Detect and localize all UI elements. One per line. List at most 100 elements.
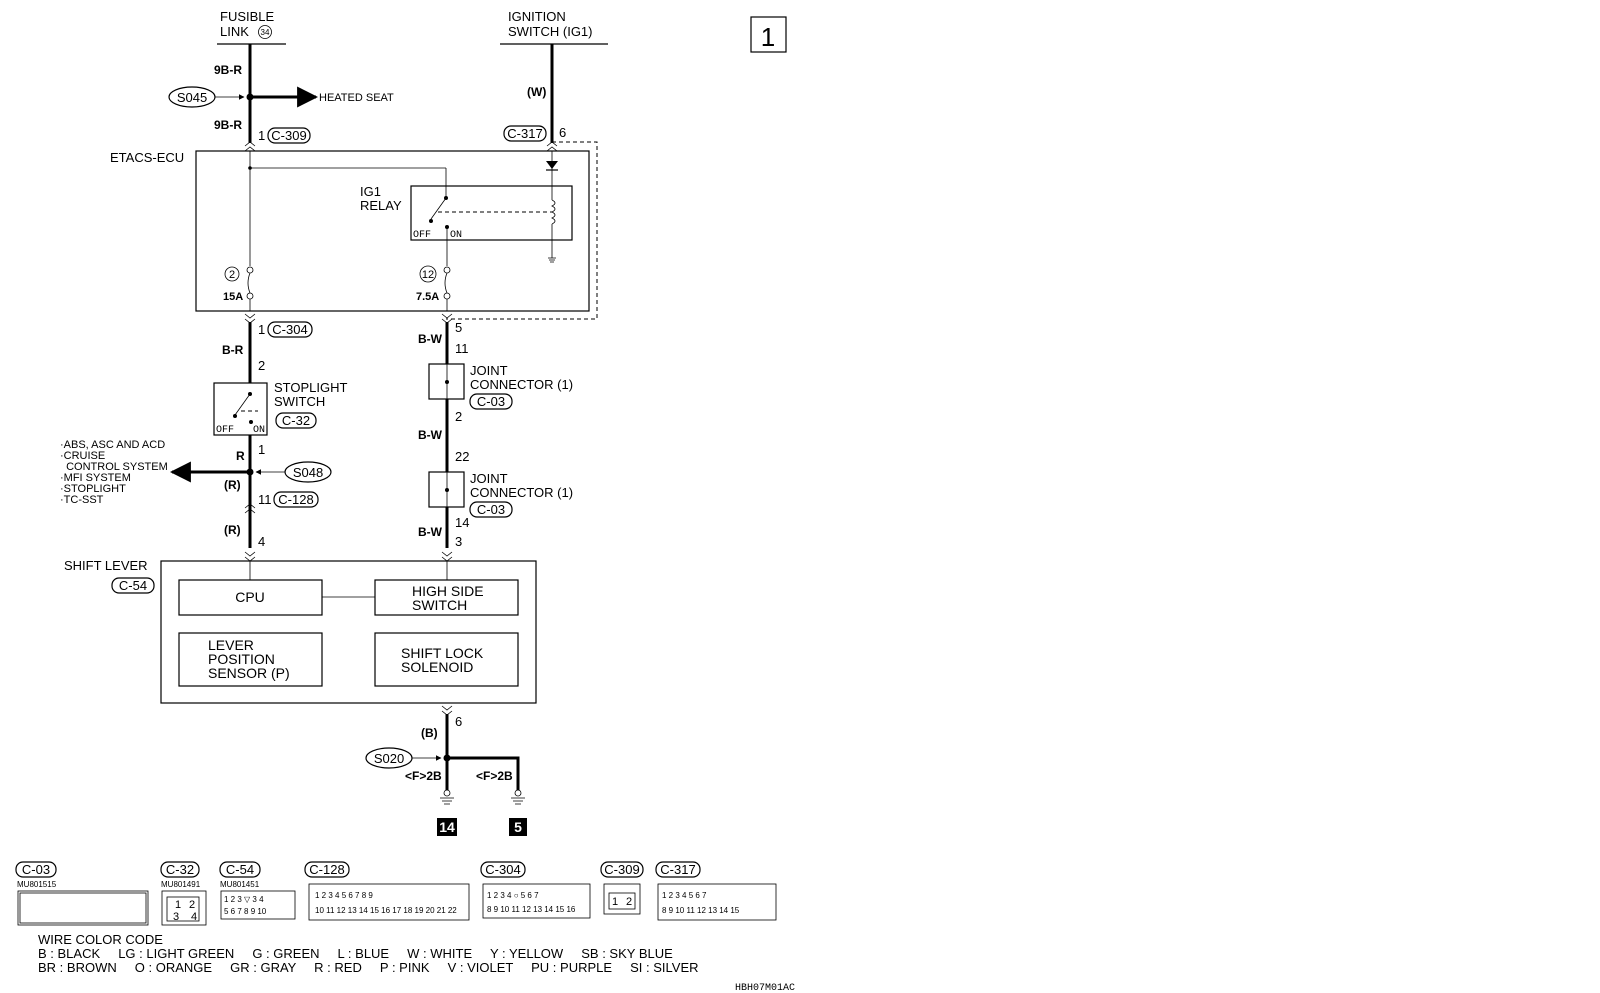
joint-connector-1b-label: JOINT CONNECTOR (1)	[470, 471, 573, 500]
wire-label-9br-b: 9B-R	[214, 118, 242, 132]
connector-view-c54: C-54 MU801451 1 2 3 ▽ 3 4 5 6 7 8 9 10	[219, 861, 296, 920]
ground-point-5-label: 5	[514, 819, 522, 835]
svg-text:2: 2	[626, 896, 632, 908]
page-number: 1	[761, 22, 775, 52]
svg-text:CONNECTOR (1): CONNECTOR (1)	[470, 377, 573, 392]
svg-text:C-03: C-03	[22, 862, 50, 877]
stoplight-contact-off	[233, 414, 237, 418]
svg-text:1: 1	[612, 896, 618, 908]
wire-label-bw-2: B-W	[418, 428, 443, 442]
svg-text:15A: 15A	[223, 291, 243, 303]
connector-mark-c309	[244, 141, 256, 152]
cpu-label: CPU	[235, 589, 265, 605]
svg-text:IGNITION: IGNITION	[508, 9, 566, 24]
svg-text:1 2 3 4 5 6 7 8 9: 1 2 3 4 5 6 7 8 9	[315, 891, 373, 900]
connector-c54-tag	[111, 577, 155, 594]
connector-c304-tag	[267, 321, 313, 338]
svg-text:C-54: C-54	[226, 862, 254, 877]
connector-view-c304: C-304 1 2 3 4 ○ 5 6 7 8 9 10 11 12 13 14…	[480, 861, 591, 919]
connector-c32-tag	[275, 412, 317, 429]
connector-view-c128: C-128 1 2 3 4 5 6 7 8 9 10 11 12 13 14 1…	[304, 861, 470, 921]
ig1-relay-label: IG1 RELAY	[360, 184, 402, 213]
pin-1-stoplight: 1	[258, 442, 265, 457]
relay-on-label: ON	[450, 230, 462, 241]
connector-mark-sl-right	[441, 551, 453, 562]
svg-text:·STOPLIGHT: ·STOPLIGHT	[60, 483, 126, 495]
svg-text:2: 2	[229, 269, 235, 281]
connector-c03b-tag	[469, 501, 513, 518]
connector-c03a-label: C-03	[477, 394, 505, 409]
stoplight-switch-box	[213, 382, 268, 436]
diode-icon	[546, 161, 558, 169]
connector-c309-tag	[267, 127, 311, 144]
svg-text:34: 34	[261, 28, 270, 37]
high-side-switch-label: HIGH SIDE SWITCH	[412, 583, 484, 613]
lever-position-sensor-box	[178, 632, 323, 687]
connector-view-c32: C-32 MU801491 1 2 3 4	[160, 861, 207, 926]
page-number-box	[750, 16, 787, 53]
connector-view-c03: C-03 MU801515	[15, 861, 149, 926]
svg-text:JOINT: JOINT	[470, 363, 508, 378]
svg-text:SOLENOID: SOLENOID	[401, 659, 473, 675]
ground-label-f2b-1: <F>2B	[405, 769, 442, 783]
shift-lever-box	[160, 560, 537, 704]
connector-c304-label: C-304	[272, 322, 307, 337]
svg-text:IG1: IG1	[360, 184, 381, 199]
connector-c03b-label: C-03	[477, 502, 505, 517]
wire-label-br: B-R	[222, 343, 244, 357]
wire-label-bw-1: B-W	[418, 332, 443, 346]
svg-text:8 9 10 11 12 13 14 15: 8 9 10 11 12 13 14 15	[662, 906, 740, 915]
splice-s020-label: S020	[374, 751, 404, 766]
splice-s045-label: S045	[177, 90, 207, 105]
shift-lock-solenoid-box	[374, 632, 519, 687]
svg-text:C-309: C-309	[604, 862, 639, 877]
relay-off-label: OFF	[413, 230, 431, 241]
svg-text:RELAY: RELAY	[360, 198, 402, 213]
svg-text:4: 4	[191, 911, 197, 923]
fuse-2: 2 15A	[223, 266, 254, 303]
stoplight-outputs-list: ·ABS, ASC AND ACD ·CRUISE CONTROL SYSTEM…	[60, 439, 168, 506]
svg-text:LEVER: LEVER	[208, 637, 254, 653]
connector-c317-label: C-317	[507, 126, 542, 141]
svg-text:CONNECTOR (1): CONNECTOR (1)	[470, 485, 573, 500]
fusible-link-label: FUSIBLE LINK 34	[220, 9, 275, 39]
svg-text:B : BLACK LG : LIGHT GREEN: B : BLACK LG : LIGHT GREEN G : GREEN L :…	[38, 946, 673, 961]
pin-11-c128: 11	[258, 492, 272, 507]
joint-connector-1a-label: JOINT CONNECTOR (1)	[470, 363, 573, 392]
connector-c32-label: C-32	[282, 413, 310, 428]
relay-contact-off	[429, 219, 433, 223]
lever-position-sensor-label: LEVER POSITION SENSOR (P)	[208, 637, 290, 681]
connector-view-c309: C-309 1 2	[600, 861, 644, 915]
ground-point-14	[437, 818, 457, 836]
cpu-box	[178, 579, 323, 616]
svg-text:·MFI SYSTEM: ·MFI SYSTEM	[60, 472, 131, 484]
connector-c309-label: C-309	[271, 128, 306, 143]
pin-2-joint: 2	[455, 409, 462, 424]
svg-text:JOINT: JOINT	[470, 471, 508, 486]
wire-label-w: (W)	[527, 85, 546, 99]
svg-text:POSITION: POSITION	[208, 651, 275, 667]
ground-point-5	[509, 818, 527, 836]
svg-text:7.5A: 7.5A	[416, 291, 439, 303]
relay-coil-icon	[551, 199, 556, 225]
connector-c54-label: C-54	[119, 578, 147, 593]
svg-text:1 2 3 ▽ 3 4: 1 2 3 ▽ 3 4	[224, 895, 264, 904]
wire-label-bw-3: B-W	[418, 525, 443, 539]
svg-text:1: 1	[175, 899, 181, 911]
connector-mark-5	[441, 313, 453, 324]
wire-label-r: R	[236, 449, 245, 463]
svg-text:1 2 3 4 5 6 7: 1 2 3 4 5 6 7	[662, 891, 707, 900]
ground-point-14-label: 14	[439, 819, 455, 835]
relay-switch-arm	[430, 197, 447, 220]
shift-lever-label: SHIFT LEVER	[64, 558, 148, 573]
svg-text:MU801451: MU801451	[220, 880, 260, 889]
connector-mark-sl-left	[244, 551, 256, 562]
connector-mark-6	[441, 705, 453, 716]
svg-text:·TC-SST: ·TC-SST	[60, 494, 104, 506]
svg-text:LINK: LINK	[220, 24, 249, 39]
etacs-ecu-label: ETACS-ECU	[110, 150, 184, 165]
etacs-ecu-box	[195, 150, 590, 312]
svg-text:BR : BROWN O : ORANGE: BR : BROWN O : ORANGE GR : GRAY R : RED …	[38, 960, 699, 975]
svg-text:HIGH SIDE: HIGH SIDE	[412, 583, 484, 599]
